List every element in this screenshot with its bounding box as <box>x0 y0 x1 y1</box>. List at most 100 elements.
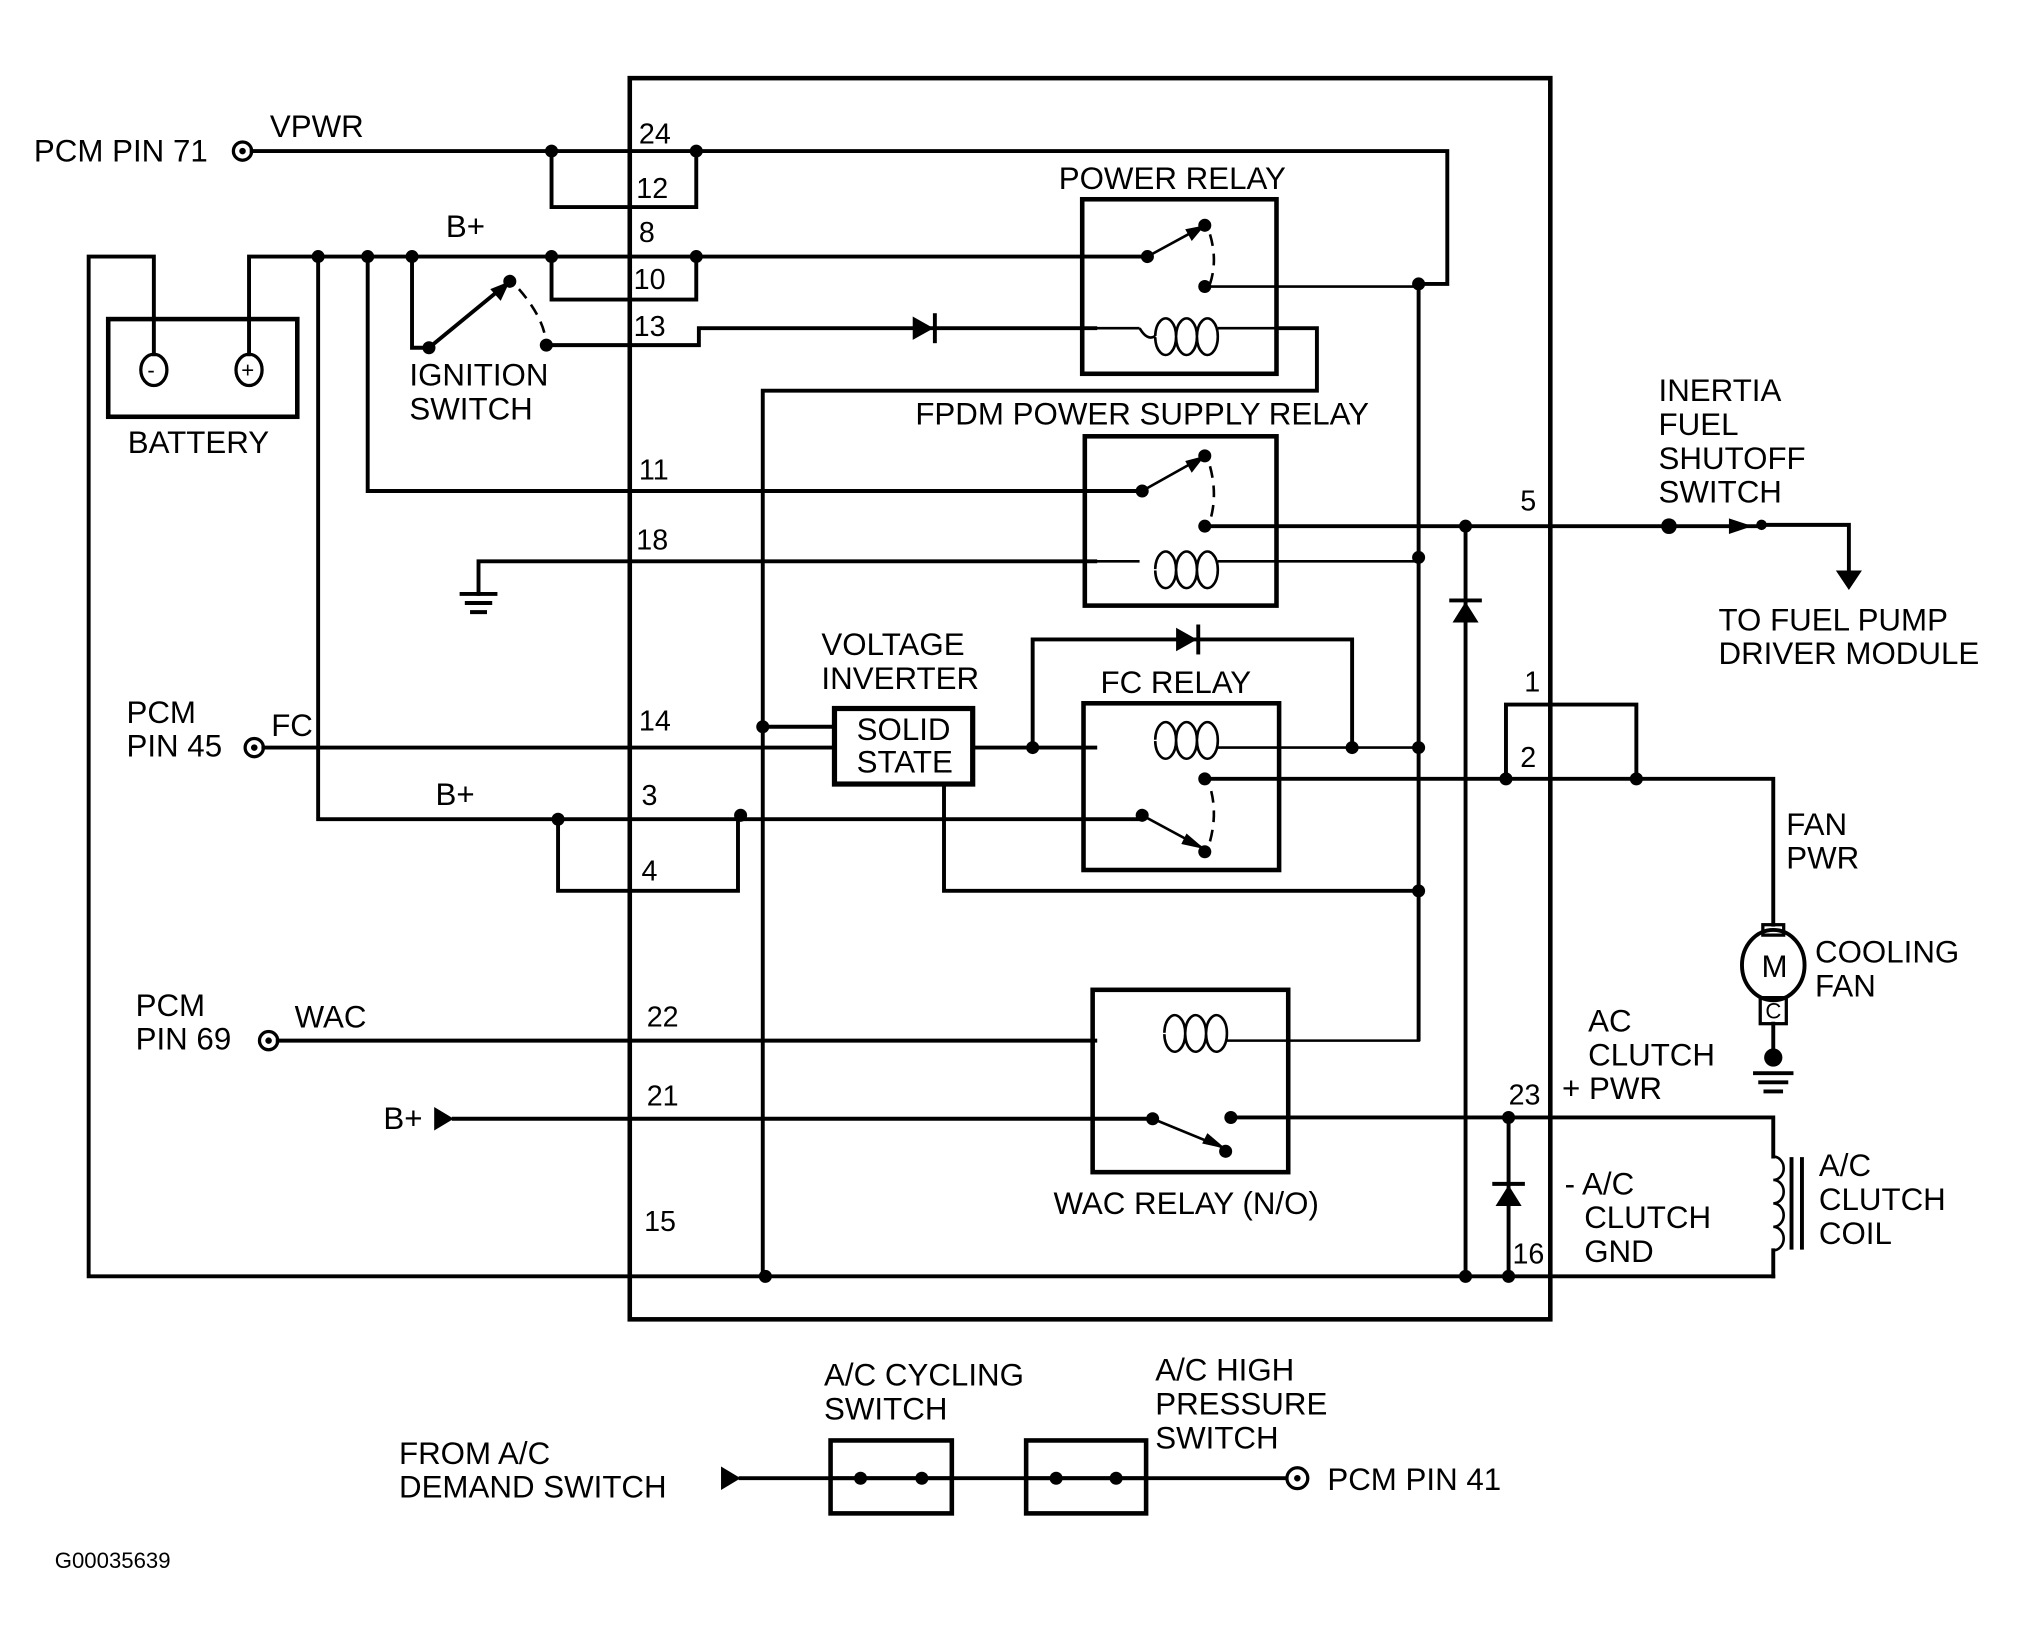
pin-2-wire <box>1202 776 1776 927</box>
diode-icon <box>1492 1181 1525 1207</box>
pin-13-label: 13 <box>634 311 666 343</box>
ac-cycling-switch <box>828 1438 955 1516</box>
pin-15-label: 15 <box>644 1206 676 1238</box>
ignition-switch <box>410 254 553 355</box>
fc-relay <box>1081 701 1282 873</box>
fuel-pump-label-1: TO FUEL PUMP <box>1719 602 1948 637</box>
pin-16-label: 16 <box>1512 1238 1544 1270</box>
svg-text:+: + <box>241 358 254 383</box>
fpdm-relay-switch <box>1135 449 1216 533</box>
cooling-fan-label-1: COOLING <box>1815 934 1959 969</box>
high-pressure-label-2: PRESSURE <box>1155 1386 1327 1421</box>
ground-bus-wire <box>86 254 1776 1279</box>
power-relay-coil-icon <box>1095 317 1317 357</box>
fpdm-relay-label: FPDM POWER SUPPLY RELAY <box>915 397 1369 432</box>
ac-pwr-label-1: AC <box>1588 1004 1631 1039</box>
wac-label: WAC <box>295 1000 367 1035</box>
voltage-inverter-label-2: INVERTER <box>821 661 979 696</box>
fan-pwr-label-1: FAN <box>1786 807 1847 842</box>
pin-18-label: 18 <box>636 525 668 557</box>
inertia-label-1: INERTIA <box>1659 373 1782 408</box>
pin-3-label: 3 <box>642 780 658 812</box>
cooling-fan-motor-icon: M C <box>1740 923 1807 1094</box>
pcm-pin-41-connector <box>1285 1466 1310 1491</box>
pin-22-label: 22 <box>647 1001 679 1033</box>
wac-relay <box>1090 987 1291 1175</box>
fuel-pump-label-2: DRIVER MODULE <box>1719 636 1980 671</box>
ac-gnd-label-1: - A/C <box>1565 1166 1635 1201</box>
ac-pwr-label-2: CLUTCH <box>1588 1037 1715 1072</box>
pcm-pin-71-label: PCM PIN 71 <box>34 134 208 169</box>
fc-relay-switch <box>1135 772 1216 859</box>
cycling-switch-label-1: A/C CYCLING <box>824 1358 1024 1393</box>
bplus-top-label: B+ <box>446 209 485 244</box>
pin-14-label: 14 <box>639 706 671 738</box>
pin-13-wire <box>544 326 1098 348</box>
pcm-pin-69-label-2: PIN 69 <box>136 1022 232 1057</box>
pcm-pin-69-label-1: PCM <box>136 988 206 1023</box>
fc-label: FC <box>271 708 313 743</box>
inertia-label-4: SWITCH <box>1659 475 1782 510</box>
ac-gnd-label-2: CLUTCH <box>1584 1200 1711 1235</box>
module-outline <box>627 75 1553 1322</box>
pin-23-wire <box>1228 1115 1776 1159</box>
ac-pwr-label-3: + PWR <box>1562 1071 1662 1106</box>
pin-4-label: 4 <box>642 855 658 887</box>
pin-1-label: 1 <box>1524 667 1540 699</box>
pin-24-label: 24 <box>639 118 671 150</box>
pin-8-label: 8 <box>639 217 655 249</box>
pin-11-label: 11 <box>639 454 669 486</box>
junction <box>689 144 703 158</box>
high-pressure-label-3: SWITCH <box>1155 1420 1278 1455</box>
diode-icon <box>912 313 937 344</box>
voltage-inverter-label-1: VOLTAGE <box>821 627 964 662</box>
fc-relay-coil-icon <box>1153 720 1419 760</box>
pin-21-label: 21 <box>647 1081 679 1113</box>
inertia-label-2: FUEL <box>1659 407 1739 442</box>
pin-3-wire <box>316 254 1145 822</box>
pin-23-label: 23 <box>1509 1079 1541 1111</box>
pcm-pin-45-label-1: PCM <box>126 695 196 730</box>
inertia-fuel-shutoff-switch <box>1661 518 1862 590</box>
solid-state-label-1: SOLID <box>857 712 951 747</box>
ignition-label-2: SWITCH <box>409 391 532 426</box>
pin-5-label: 5 <box>1520 486 1536 518</box>
bplus-arrow-icon <box>434 1107 454 1131</box>
pcm-pin-69-connector <box>257 1029 280 1052</box>
demand-label-2: DEMAND SWITCH <box>399 1470 667 1505</box>
demand-label-1: FROM A/C <box>399 1436 550 1471</box>
ac-clutch-coil-icon <box>1771 1155 1804 1279</box>
clutch-coil-label-3: COIL <box>1819 1216 1892 1251</box>
fc-relay-label: FC RELAY <box>1100 665 1251 700</box>
svg-text:-: - <box>147 358 154 383</box>
fan-pwr-label-2: PWR <box>1786 841 1859 876</box>
ac-gnd-label-3: GND <box>1584 1234 1654 1269</box>
pcm-pin-45-connector <box>243 736 266 759</box>
pcm-pin-71-connector <box>231 140 254 162</box>
wac-relay-coil-icon <box>1163 890 1420 1053</box>
pcm-pin-45-label-2: PIN 45 <box>126 729 222 764</box>
figure-id: G00035639 <box>55 1548 171 1573</box>
diode-icon <box>1449 598 1482 623</box>
ground-icon <box>459 591 498 615</box>
wac-relay-switch <box>1146 1110 1238 1158</box>
cycling-switch-label-2: SWITCH <box>824 1392 947 1427</box>
clutch-coil-label-2: CLUTCH <box>1819 1182 1946 1217</box>
solid-state-label-2: STATE <box>857 744 953 779</box>
diode-icon <box>1176 624 1201 655</box>
bplus-mid-label: B+ <box>435 777 474 812</box>
svg-text:C: C <box>1765 998 1781 1023</box>
battery-positive-terminal: + <box>234 352 264 388</box>
pin-11-wire <box>365 254 1145 493</box>
clutch-coil-label-1: A/C <box>1819 1148 1871 1183</box>
battery-label: BATTERY <box>128 425 270 460</box>
pin-18-wire <box>476 559 1098 596</box>
battery <box>105 316 300 420</box>
vpwr-label: VPWR <box>270 109 364 144</box>
svg-text:M: M <box>1762 949 1788 984</box>
pin-12-label: 12 <box>636 173 668 205</box>
arrow-down-icon <box>1835 570 1862 590</box>
fpdm-relay-coil-icon <box>1095 550 1419 590</box>
wac-relay-label: WAC RELAY (N/O) <box>1054 1186 1319 1221</box>
